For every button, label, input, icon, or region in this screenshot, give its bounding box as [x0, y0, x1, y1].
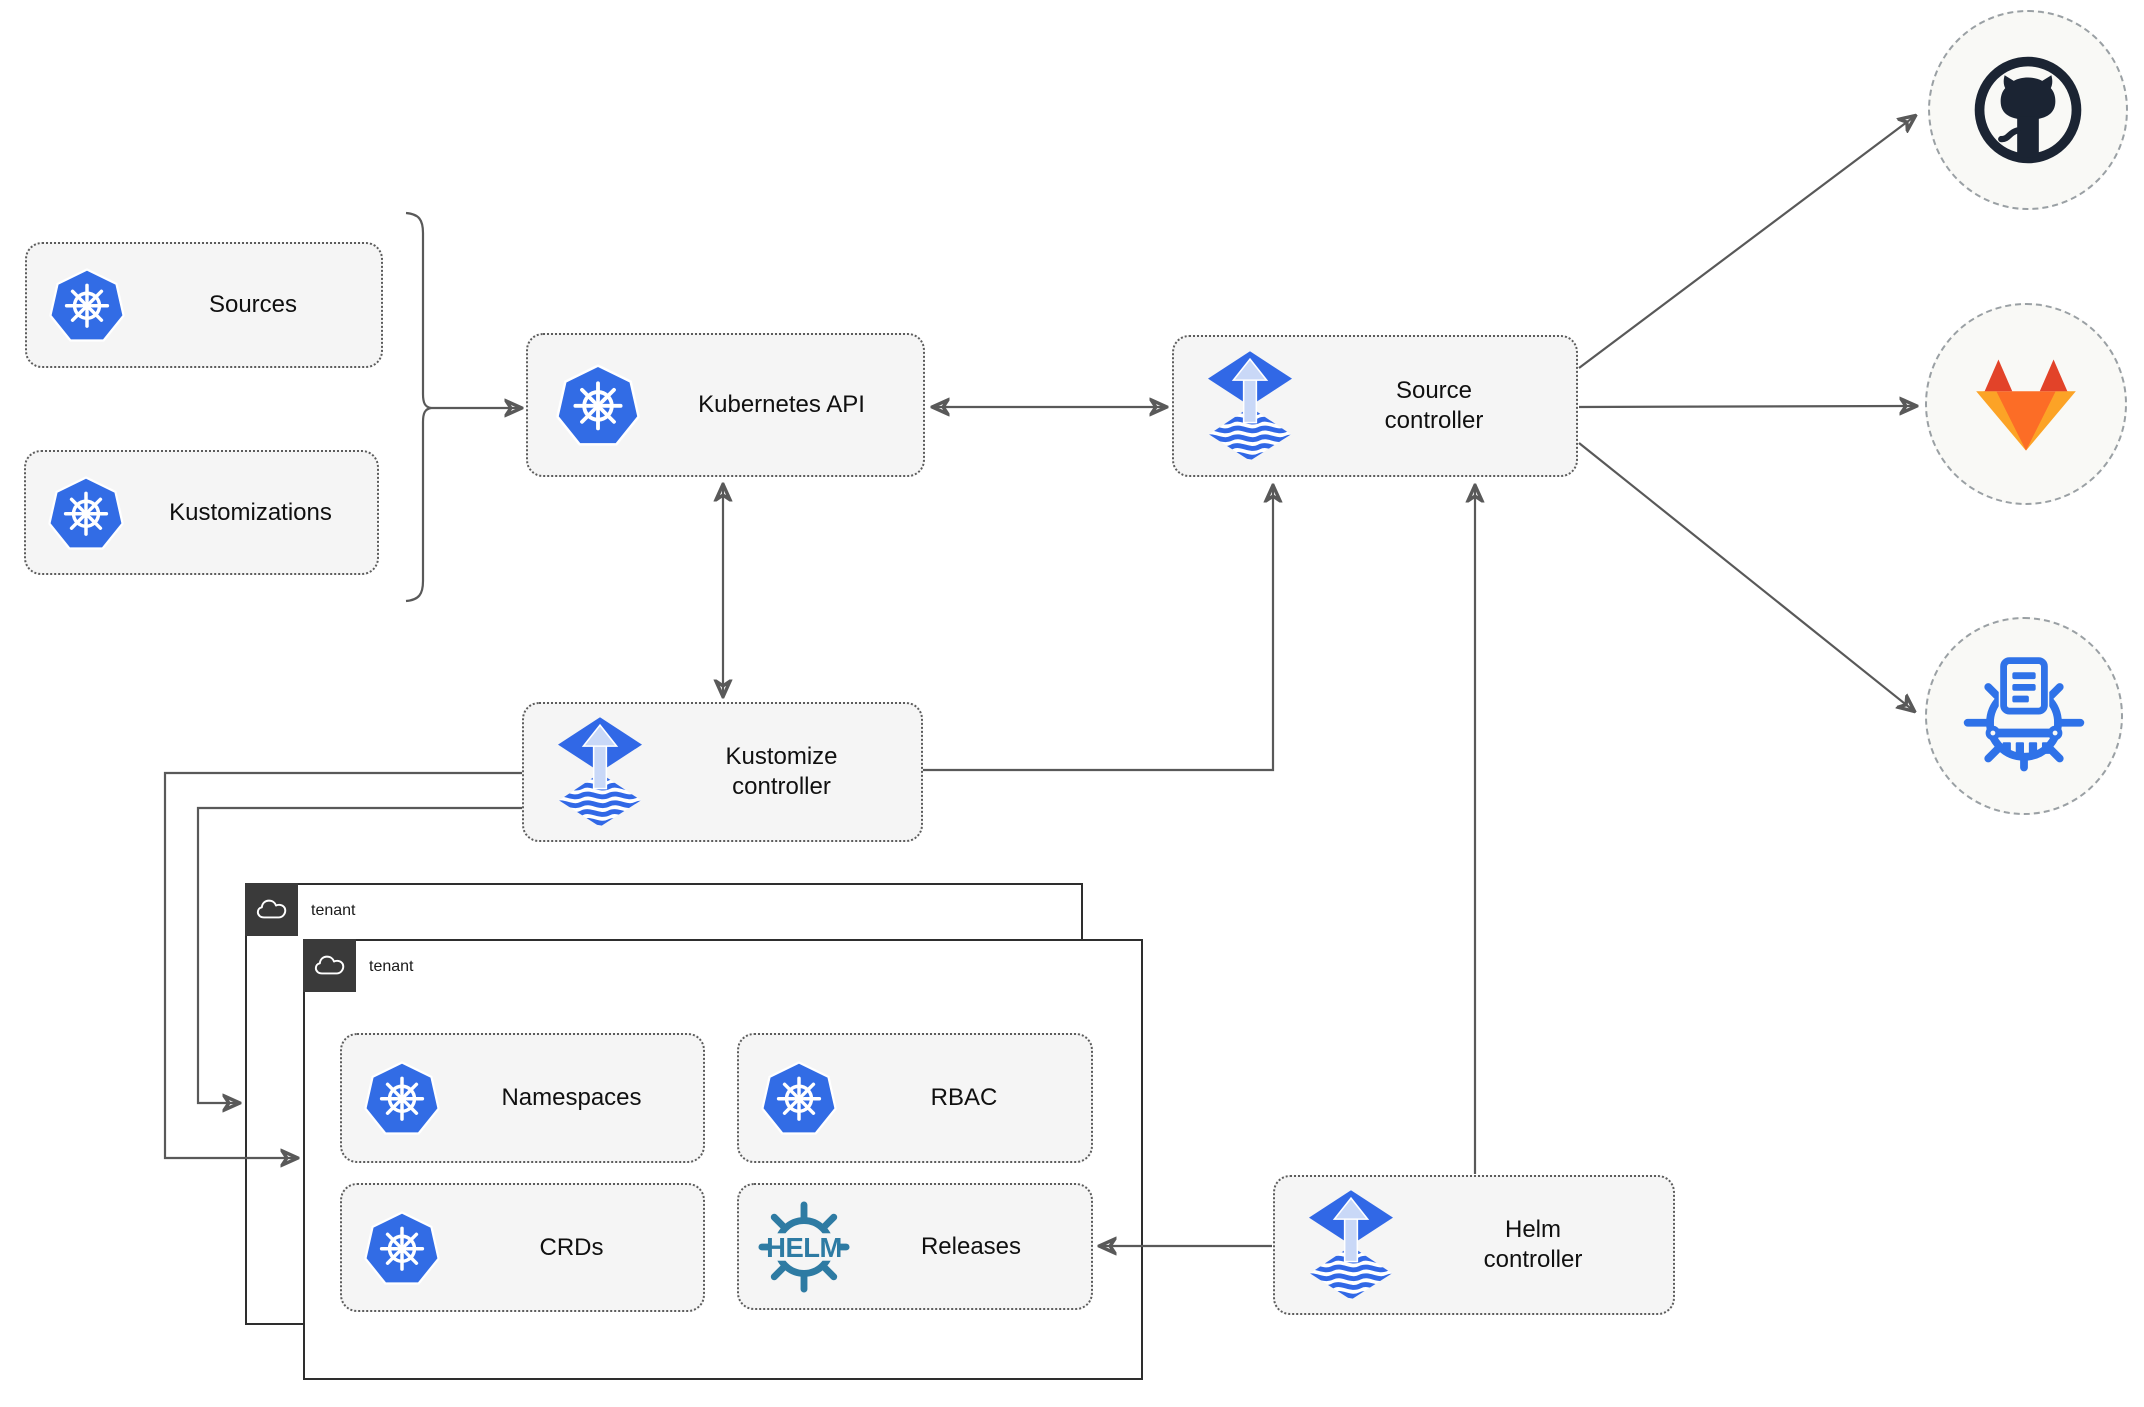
container-registry-icon: [1963, 656, 2085, 772]
node-sources: Sources: [25, 242, 383, 368]
flux-icon: [1208, 351, 1292, 461]
helm-logo-text: HELM: [766, 1231, 842, 1262]
node-releases-label: Releases: [920, 1232, 1022, 1260]
kubernetes-icon: [364, 1211, 440, 1285]
kubernetes-icon: [48, 476, 124, 550]
edge-source-controller-to-gitlab: [1578, 406, 1916, 407]
endpoint-github: [1928, 10, 2128, 210]
node-sources-label: Sources: [208, 291, 298, 318]
node-namespaces-label: Namespaces: [501, 1084, 642, 1111]
endpoint-registry: [1925, 617, 2123, 815]
tenant-back-tag: [245, 883, 298, 936]
label-line: Helm: [1504, 1216, 1561, 1243]
label-line: controller: [1483, 1246, 1583, 1273]
flux-icon: [558, 717, 642, 827]
github-icon: [1974, 56, 2082, 164]
label-line: Source: [1395, 377, 1473, 404]
label-line: controller: [1384, 407, 1484, 434]
node-crds-label: CRDs: [539, 1233, 604, 1261]
node-kustomizations: Kustomizations: [24, 450, 379, 575]
node-kubernetes-api: Kubernetes API: [526, 333, 925, 477]
node-kustomizations-label: Kustomizations: [169, 498, 332, 526]
edge-source-controller-to-github: [1578, 116, 1915, 369]
kubernetes-icon: [49, 268, 125, 342]
node-rbac: RBAC: [737, 1033, 1093, 1163]
cloud-icon: [314, 954, 346, 977]
brace-sources-group: [405, 211, 432, 603]
node-helm-controller: Helm controller: [1273, 1175, 1675, 1315]
node-namespaces: Namespaces: [340, 1033, 705, 1163]
kubernetes-icon: [556, 364, 640, 446]
edge-source-controller-to-registry: [1578, 442, 1914, 711]
node-helm-controller-label: Helm controller: [1393, 1215, 1673, 1275]
kubernetes-icon: [761, 1061, 837, 1135]
endpoint-gitlab: [1925, 303, 2127, 505]
node-releases: HELM Releases: [737, 1183, 1093, 1310]
node-kubernetes-api-label: Kubernetes API: [698, 391, 865, 418]
kubernetes-icon: [364, 1061, 440, 1135]
label-line: Kustomize: [725, 743, 838, 770]
helm-icon: HELM: [757, 1200, 851, 1294]
node-kustomize-controller: Kustomize controller: [522, 702, 923, 842]
flux-icon: [1309, 1190, 1393, 1300]
tenant-front-tag: [303, 939, 356, 992]
tenant-front-label: tenant: [369, 958, 414, 975]
label-line: controller: [732, 773, 831, 800]
node-source-controller: Source controller: [1172, 335, 1578, 477]
node-crds: CRDs: [340, 1183, 705, 1312]
node-rbac-label: RBAC: [930, 1084, 998, 1111]
gitlab-icon: [1976, 359, 2076, 451]
node-kustomize-controller-label: Kustomize controller: [642, 742, 921, 802]
cloud-icon: [256, 898, 288, 921]
node-source-controller-label: Source controller: [1292, 376, 1576, 436]
edge-kustomize-controller-to-source-controller: [923, 486, 1273, 772]
tenant-back-label: tenant: [311, 902, 356, 919]
